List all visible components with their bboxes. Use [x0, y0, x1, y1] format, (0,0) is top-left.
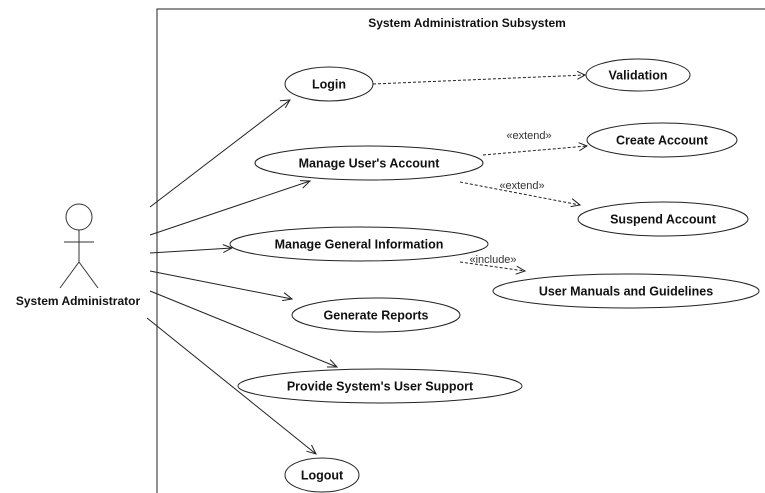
actor-head [65, 203, 93, 231]
use-case-logout[interactable]: Logout [284, 457, 360, 493]
use-case-support[interactable]: Provide System's User Support [237, 368, 523, 404]
assoc-support [149, 290, 338, 368]
assoc-support-arrow [327, 359, 339, 368]
use-case-manage-info[interactable]: Manage General Information [229, 226, 489, 262]
use-case-manuals[interactable]: User Manuals and Guidelines [492, 273, 760, 309]
assoc-login [149, 99, 291, 208]
use-case-create-account-label: Create Account [616, 134, 709, 148]
dep-login-validation [372, 74, 586, 85]
extend-create-label: «extend» [506, 130, 551, 142]
use-case-support-label: Provide System's User Support [287, 380, 474, 394]
assoc-manage-info [149, 247, 233, 254]
assoc-logout-arrow [306, 444, 317, 455]
associations [146, 99, 339, 455]
use-case-suspend-account-label: Suspend Account [610, 213, 717, 227]
assoc-reports [149, 270, 293, 300]
assoc-reports-arrow [282, 292, 294, 302]
actor-left-leg [59, 261, 80, 289]
use-case-logout-label: Logout [301, 469, 344, 483]
assoc-login-arrow [279, 99, 291, 109]
use-case-validation-label: Validation [608, 69, 667, 83]
use-case-manage-account-label: Manage User's Account [299, 157, 441, 171]
use-case-validation[interactable]: Validation [585, 58, 691, 92]
actor-label: System Administrator [16, 294, 141, 308]
dep-include-manuals [459, 261, 526, 272]
dep-extend-suspend [459, 181, 581, 206]
assoc-manage-account-arrow [299, 180, 312, 189]
assoc-logout [146, 317, 317, 455]
use-case-login-label: Login [312, 78, 346, 92]
use-case-reports-label: Generate Reports [324, 309, 429, 323]
dependencies: «extend» «extend» «include» [372, 70, 589, 275]
dep-login-validation-arrow [576, 70, 587, 80]
dep-extend-create [482, 145, 588, 156]
use-case-manage-info-label: Manage General Information [275, 238, 444, 252]
use-case-login[interactable]: Login [284, 66, 374, 102]
use-case-create-account[interactable]: Create Account [586, 122, 738, 158]
use-case-suspend-account[interactable]: Suspend Account [577, 201, 749, 237]
actor-figure [59, 203, 99, 289]
assoc-manage-info-arrow [222, 244, 234, 254]
system-boundary [156, 8, 765, 493]
use-case-manuals-label: User Manuals and Guidelines [539, 285, 713, 299]
extend-suspend-label: «extend» [499, 180, 544, 192]
assoc-manage-account [149, 180, 311, 236]
system-title: System Administration Subsystem [368, 16, 566, 30]
dep-extend-suspend-arrow [570, 198, 582, 208]
actor-right-leg [78, 261, 99, 289]
include-manuals-label: «include» [469, 254, 516, 266]
use-case-reports[interactable]: Generate Reports [291, 297, 461, 333]
dep-include-manuals-arrow [515, 265, 527, 275]
use-case-manage-account[interactable]: Manage User's Account [254, 145, 484, 181]
dep-extend-create-arrow [578, 142, 589, 152]
